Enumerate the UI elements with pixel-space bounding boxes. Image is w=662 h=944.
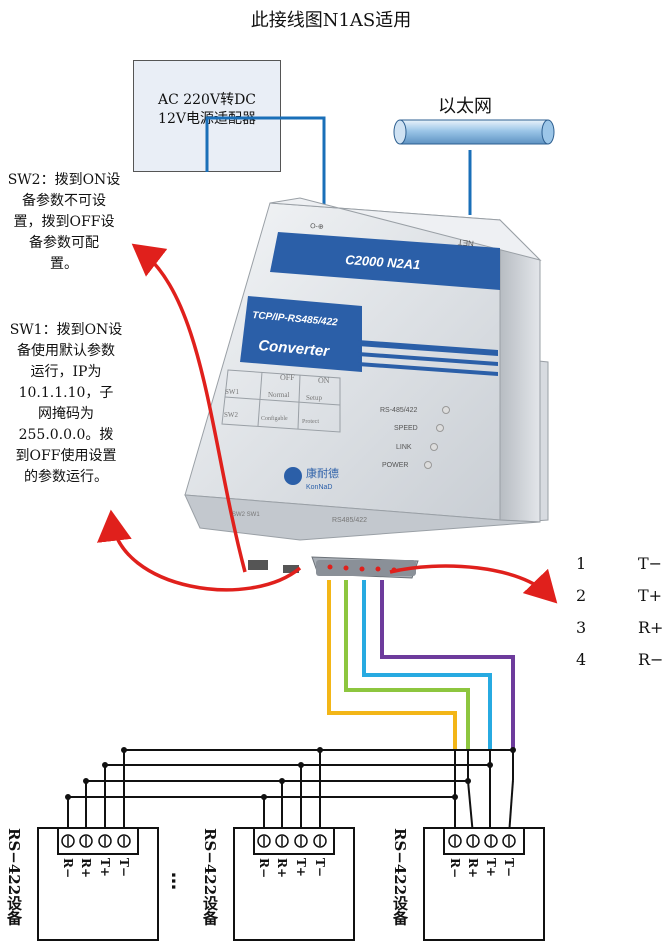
- sw1-note-line: 运行，IP为: [30, 364, 102, 380]
- sw2-note-line: 置。: [50, 256, 78, 272]
- pin-number: 2: [576, 586, 587, 605]
- ethernet-pipe-icon: [393, 119, 555, 145]
- brand-cn: 康耐德: [306, 466, 339, 480]
- pin-number: 4: [576, 650, 587, 669]
- terminal-screw-slots: [67, 836, 510, 846]
- dip-switch-sw1: [283, 565, 299, 573]
- rs422-bus: [67, 749, 514, 836]
- terminal-label: R+: [275, 858, 289, 879]
- wire-green: [344, 580, 470, 750]
- sw1-note-line: 备使用默认参数: [17, 343, 115, 359]
- sw1-arrow: [97, 509, 302, 592]
- pinout-row: 4 R−: [576, 644, 662, 676]
- pin-signal: T+: [638, 586, 662, 605]
- terminal-label: R−: [61, 858, 75, 879]
- pinout-row: 2 T+: [576, 580, 662, 612]
- led-label-2: LINK: [396, 444, 412, 451]
- converter-device: [184, 197, 542, 541]
- led-label-0: RS-485/422: [380, 407, 417, 414]
- devices-ellipsis: …: [167, 872, 188, 890]
- terminal-label: R−: [448, 858, 462, 879]
- diagram-title: 此接线图N1AS适用: [250, 10, 412, 31]
- sw1-note: SW1：拨到ON设 备使用默认参数 运行，IP为 10.1.1.10，子 网掩码…: [0, 320, 132, 488]
- pinout-row: 3 R+: [576, 612, 662, 644]
- brand-en: KonNaD: [306, 484, 332, 491]
- wire-cyan: [362, 580, 492, 750]
- pin-number: 3: [576, 618, 587, 637]
- wire-yellow: [327, 580, 457, 750]
- terminal-label: R−: [257, 858, 271, 879]
- pin-signal: R+: [638, 618, 662, 637]
- device-band2: Converter: [258, 337, 331, 360]
- terminal-label: T−: [117, 858, 131, 877]
- table-sw2-on: Protect: [302, 419, 319, 425]
- pinout-table: 1 T− 2 T+ 3 R+ 4 R−: [576, 548, 662, 676]
- sw2-note-line: SW2：拨到ON设: [7, 172, 121, 188]
- table-sw2: SW2: [224, 411, 239, 419]
- device-label-3: RS−422设备: [391, 828, 409, 926]
- device-boxes: [37, 827, 545, 941]
- sw1-note-line: 网掩码为: [38, 406, 94, 422]
- sw1-note-line: 到OFF使用设置: [15, 448, 117, 464]
- table-sw1-on: Setup: [306, 394, 322, 402]
- terminal-label: T+: [484, 858, 498, 877]
- terminal-label: T−: [313, 858, 327, 877]
- terminal-label: T+: [98, 858, 112, 877]
- terminal-label: R+: [466, 858, 480, 879]
- ethernet-label: 以太网: [438, 96, 492, 117]
- sw2-note-line: 备参数不可设: [22, 193, 106, 209]
- device-label-2: RS−422设备: [201, 828, 219, 926]
- sw1-note-line: 的参数运行。: [24, 469, 108, 485]
- db9-connector: [311, 556, 419, 579]
- power-cable: [205, 116, 326, 205]
- sw1-note-line: SW1：拨到ON设: [9, 322, 123, 338]
- device-model: C2000 N2A1: [345, 252, 421, 272]
- terminal-label: R+: [79, 858, 93, 879]
- sw2-arrow: [131, 243, 247, 573]
- led-label-3: POWER: [382, 462, 408, 469]
- pin-signal: T−: [638, 554, 662, 573]
- led-label-1: SPEED: [394, 425, 418, 432]
- pin-signal: R−: [638, 650, 662, 669]
- table-sw1: SW1: [225, 388, 240, 396]
- sw2-note-line: 置，拨到OFF设: [13, 214, 115, 230]
- pinout-row: 1 T−: [576, 548, 662, 580]
- sw2-note-line: 备参数可配: [29, 235, 99, 251]
- device-net-label: NET: [457, 238, 474, 248]
- table-sw1-off: Normal: [268, 391, 289, 399]
- sw1-note-line: 10.1.1.10，子: [18, 385, 114, 401]
- pin-number: 1: [576, 554, 587, 573]
- bottom-rs-label: RS485/422: [332, 517, 367, 524]
- pinout-arrow: [389, 564, 558, 604]
- terminal-label: T−: [502, 858, 516, 877]
- power-adapter-line1: AC 220V转DC: [157, 92, 257, 108]
- dip-switch-sw2: [248, 560, 268, 570]
- table-off: OFF: [280, 373, 295, 382]
- sw2-note: SW2：拨到ON设 备参数不可设 置，拨到OFF设 备参数可配 置。: [0, 170, 128, 275]
- terminal-label: T+: [294, 858, 308, 877]
- table-sw2-off: Configable: [261, 415, 288, 422]
- bottom-sw-label: SW2 SW1: [232, 512, 260, 518]
- device-label-1: RS−422设备: [5, 828, 23, 926]
- table-on: ON: [318, 376, 330, 385]
- device-dc-label: O-⊕: [310, 223, 324, 231]
- sw1-note-line: 255.0.0.0。拨: [18, 427, 114, 443]
- wire-purple: [380, 580, 515, 750]
